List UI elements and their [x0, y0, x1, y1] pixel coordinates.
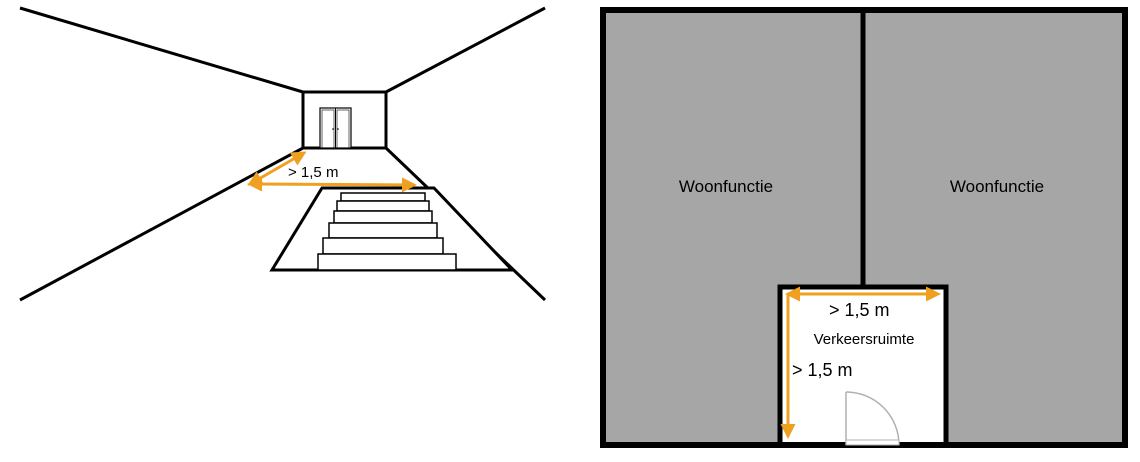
corridor-dimension-arrows [780, 286, 941, 439]
perspective-corridor: > 1,5 m [19, 6, 547, 302]
corridor-verkeersruimte [780, 287, 946, 445]
door-swing [845, 391, 900, 446]
room-left-label: Woonfunctie [679, 177, 773, 196]
stair-opening [269, 186, 516, 272]
corridor-label: Verkeersruimte [814, 331, 915, 348]
perspective-width-label: > 1,5 m [288, 164, 338, 181]
corridor-depth-label: > 1,5 m [792, 360, 853, 380]
ceiling-line-right [385, 6, 546, 94]
ceiling-line-left [19, 6, 304, 94]
corridor-width-label: > 1,5 m [829, 300, 890, 320]
double-door [319, 107, 352, 149]
room-right-label: Woonfunctie [950, 177, 1044, 196]
width-dimension-arrows [247, 151, 417, 193]
floor-plan: Woonfunctie Woonfunctie > 1,5 m Verkeers… [600, 7, 1128, 448]
floor-line-left [19, 146, 304, 302]
